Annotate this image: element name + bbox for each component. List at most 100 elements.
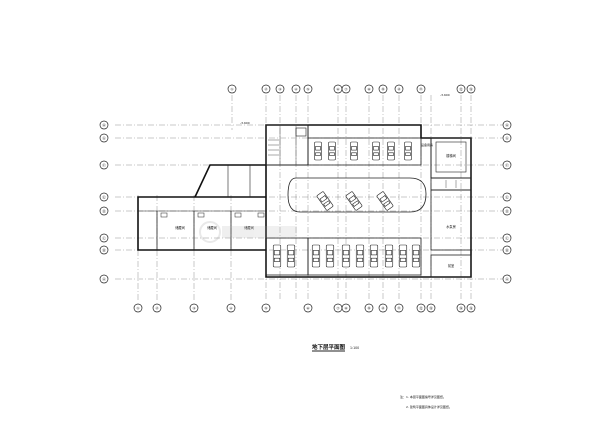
note-line-2: 2. 建筑平面图具体设计详见图纸。 — [406, 404, 452, 409]
svg-text:Ⓕ: Ⓕ — [102, 162, 106, 167]
parked-car — [411, 244, 421, 268]
axis-bubble-bottom: ④ — [226, 303, 236, 313]
parked-car — [325, 244, 335, 268]
svg-text:⑫: ⑫ — [419, 305, 423, 310]
svg-text:⑬: ⑬ — [429, 305, 433, 310]
right-axis-bubbles: Ⓐ Ⓑ Ⓒ Ⓓ Ⓔ Ⓕ Ⓖ Ⓗ — [502, 120, 512, 284]
svg-text:⑤: ⑤ — [264, 306, 268, 310]
svg-text:Ⓔ: Ⓔ — [102, 194, 106, 199]
upper-core-rooms — [265, 124, 309, 166]
svg-text:Ⓒ: Ⓒ — [102, 235, 106, 240]
axis-bubble-top: ① — [227, 84, 237, 94]
svg-text:⑧: ⑧ — [344, 306, 348, 310]
svg-text:Ⓖ: Ⓖ — [102, 135, 106, 140]
svg-text:④: ④ — [294, 87, 297, 91]
axis-bubble-left: Ⓖ — [99, 133, 109, 143]
axis-bubble-left: Ⓗ — [99, 120, 109, 130]
parked-car — [376, 191, 394, 211]
parked-car — [350, 141, 358, 161]
axis-bubble-top: ⑥ — [333, 84, 343, 94]
svg-text:Ⓓ: Ⓓ — [102, 208, 106, 213]
axis-bubble-right: Ⓖ — [502, 133, 512, 143]
axis-bubble-top: ⑦ — [341, 84, 351, 94]
parked-car — [372, 141, 380, 161]
svg-text:⑩: ⑩ — [397, 87, 400, 91]
axis-bubble-top: ⑩ — [394, 84, 404, 94]
axis-bubble-left: Ⓕ — [99, 160, 109, 170]
room-label-store-2: 储藏间 — [207, 225, 217, 230]
axis-bubble-right: Ⓔ — [502, 192, 512, 202]
axis-bubble-top: ③ — [275, 84, 285, 94]
axis-bubble-top: ⑤ — [303, 84, 313, 94]
svg-text:②: ② — [264, 87, 267, 91]
axis-bubble-top: ② — [261, 84, 271, 94]
svg-text:①: ① — [230, 87, 233, 91]
drawing-scale: 1:100 — [350, 346, 359, 350]
parked-car — [387, 141, 395, 161]
svg-text:⑭: ⑭ — [459, 305, 463, 310]
parked-car — [328, 141, 336, 161]
svg-text:Ⓗ: Ⓗ — [505, 122, 509, 127]
parked-car — [286, 244, 296, 268]
room-label-stair: 楼梯间 — [446, 153, 456, 158]
axis-bubble-bottom: ② — [152, 303, 162, 313]
svg-text:⑪: ⑪ — [419, 86, 423, 91]
axis-bubble-right: Ⓓ — [502, 206, 512, 216]
parked-car — [398, 244, 408, 268]
axis-bubble-bottom: ③ — [189, 303, 199, 313]
axis-bubble-bottom: ⑦ — [333, 303, 343, 313]
left-wing-rooms: 储藏间 储藏间 储藏间 — [138, 210, 266, 250]
top-parking-cars — [314, 141, 412, 161]
svg-text:⑥: ⑥ — [306, 306, 310, 310]
svg-text:Ⓐ: Ⓐ — [505, 276, 509, 281]
elevation-tag-right: -3.600 — [440, 93, 450, 97]
parked-car — [272, 244, 282, 268]
axis-bubble-bottom: ⑮ — [466, 303, 476, 313]
axis-bubble-right: Ⓗ — [502, 120, 512, 130]
parked-car — [355, 244, 365, 268]
drawing-title: 地下层平面图 — [312, 343, 346, 351]
svg-text:⑦: ⑦ — [344, 87, 347, 91]
parked-car — [384, 244, 394, 268]
drive-aisle-loop — [287, 177, 427, 213]
watermark-logo — [199, 221, 297, 243]
axis-bubble-right: Ⓒ — [502, 233, 512, 243]
svg-text:⑦: ⑦ — [336, 306, 339, 310]
parked-car — [316, 191, 334, 211]
parked-car — [311, 244, 321, 268]
bottom-parking-cars — [272, 244, 421, 268]
parked-car — [369, 244, 379, 268]
svg-text:Ⓔ: Ⓔ — [505, 194, 509, 199]
svg-text:Ⓕ: Ⓕ — [505, 162, 509, 167]
svg-text:Ⓐ: Ⓐ — [102, 276, 106, 281]
svg-text:⑨: ⑨ — [367, 306, 371, 310]
svg-text:⑩: ⑩ — [381, 306, 384, 310]
svg-text:⑪: ⑪ — [397, 305, 401, 310]
svg-text:Ⓓ: Ⓓ — [505, 208, 509, 213]
axis-bubble-left: Ⓒ — [99, 233, 109, 243]
axis-bubble-top: ④ — [291, 84, 301, 94]
room-label-pump: 水泵房 — [446, 224, 456, 229]
middle-parking-cars — [316, 191, 394, 211]
axis-bubble-top: ⑪ — [416, 84, 426, 94]
svg-text:Ⓖ: Ⓖ — [505, 135, 509, 140]
axis-bubble-bottom: ⑨ — [364, 303, 374, 313]
axis-bubble-bottom: ① — [133, 303, 143, 313]
svg-text:⑤: ⑤ — [306, 87, 310, 91]
svg-text:⑥: ⑥ — [336, 87, 340, 91]
axis-bubble-right: Ⓕ — [502, 160, 512, 170]
axis-bubble-left: Ⓓ — [99, 206, 109, 216]
axis-bubble-top: ⑬ — [466, 84, 476, 94]
top-parking-row — [307, 137, 422, 166]
axis-bubble-bottom: ⑩ — [378, 303, 388, 313]
axis-bubble-bottom: ⑭ — [456, 303, 466, 313]
axis-bubble-bottom: ⑤ — [261, 303, 271, 313]
axis-bubble-left: Ⓐ — [99, 274, 109, 284]
svg-text:Ⓑ: Ⓑ — [505, 247, 509, 252]
axis-bubble-right: Ⓐ — [502, 274, 512, 284]
svg-text:Ⓗ: Ⓗ — [102, 122, 106, 127]
parked-car — [341, 244, 351, 268]
